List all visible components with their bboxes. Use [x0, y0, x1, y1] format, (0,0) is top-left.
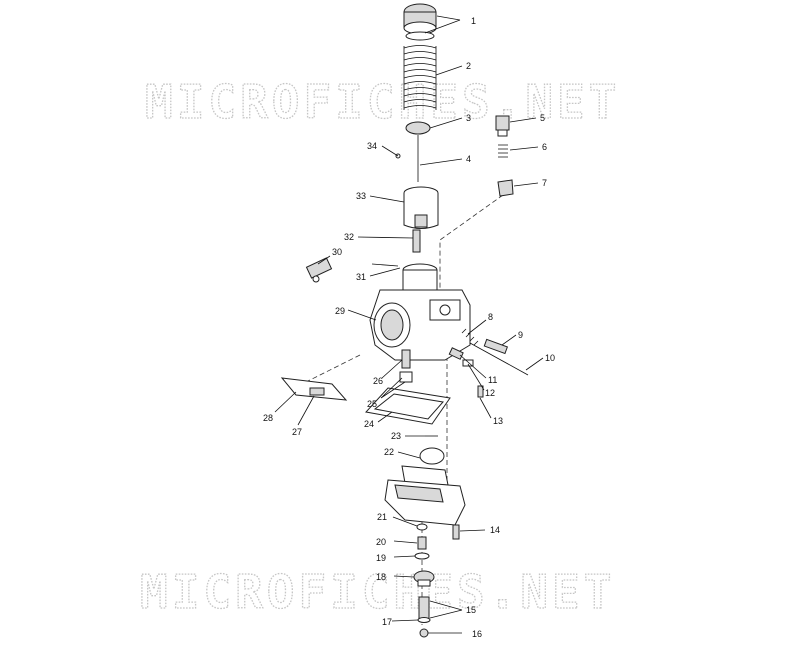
callout-32: 32 — [344, 232, 354, 242]
carburetor-body — [369, 263, 471, 361]
part-16-cap — [419, 628, 429, 638]
part-20-jet — [417, 536, 427, 550]
callout-28: 28 — [263, 413, 273, 423]
callout-29: 29 — [335, 306, 345, 316]
callout-18: 18 — [376, 572, 386, 582]
part-8-spring — [461, 328, 479, 346]
callout-16: 16 — [472, 629, 482, 639]
callout-11: 11 — [488, 375, 497, 385]
part-12-washer — [462, 359, 474, 367]
callout-8: 8 — [488, 312, 493, 322]
callout-22: 22 — [384, 447, 394, 457]
part-33-throttle-slide — [403, 186, 439, 229]
leader-lines — [274, 15, 544, 634]
callout-7: 7 — [542, 178, 547, 188]
part-26-jet — [401, 349, 411, 369]
callout-19: 19 — [376, 553, 386, 563]
part-7-screw — [497, 179, 514, 197]
callout-31: 31 — [356, 272, 366, 282]
part-17-washer — [417, 617, 431, 623]
callout-25: 25 — [367, 399, 377, 409]
part-31-screw — [371, 263, 399, 267]
callout-6: 6 — [542, 142, 547, 152]
part-27-clip — [309, 387, 325, 396]
part-9-screw — [483, 338, 509, 355]
part-21-washer — [416, 523, 428, 531]
callout-34: 34 — [367, 141, 377, 151]
callout-14: 14 — [490, 525, 500, 535]
callout-26: 26 — [373, 376, 383, 386]
callout-23: 23 — [391, 431, 401, 441]
callout-30: 30 — [332, 247, 342, 257]
part-14-screw — [452, 524, 460, 540]
callout-24: 24 — [364, 419, 374, 429]
callout-20: 20 — [376, 537, 386, 547]
watermark-bottom: MICROFICHES.NET — [140, 565, 615, 619]
alignment-line-vent — [299, 354, 361, 386]
callout-5: 5 — [540, 113, 545, 123]
callout-10: 10 — [545, 353, 555, 363]
callout-21: 21 — [377, 512, 387, 522]
callout-27: 27 — [292, 427, 302, 437]
callout-15: 15 — [466, 605, 476, 615]
watermark-top: MICROFICHES.NET — [145, 75, 620, 129]
part-1-cap — [403, 3, 437, 41]
part-5-cap — [495, 115, 510, 137]
part-24-gasket-inner — [373, 393, 444, 420]
part-2-spring — [403, 45, 437, 110]
part-25-needle-valve — [399, 371, 413, 383]
part-13-screw — [477, 385, 484, 398]
callout-13: 13 — [493, 416, 503, 426]
callout-9: 9 — [518, 330, 523, 340]
part-15-tube — [418, 596, 430, 620]
callout-4: 4 — [466, 154, 471, 164]
callout-17: 17 — [382, 617, 392, 627]
part-30-choke — [305, 257, 333, 283]
part-10-shaft — [469, 342, 529, 376]
part-22-float — [401, 447, 449, 486]
part-6-spring — [498, 144, 508, 158]
callout-3: 3 — [466, 113, 471, 123]
callout-1: 1 — [471, 16, 476, 26]
part-19-washer — [414, 552, 430, 560]
part-3-plate — [405, 121, 431, 135]
callout-33: 33 — [356, 191, 366, 201]
callout-2: 2 — [466, 61, 471, 71]
callout-labels: 1 2 3 4 5 6 7 8 9 10 11 12 13 14 15 16 1… — [263, 16, 555, 639]
callout-12: 12 — [485, 388, 495, 398]
part-32-holder — [412, 229, 421, 253]
